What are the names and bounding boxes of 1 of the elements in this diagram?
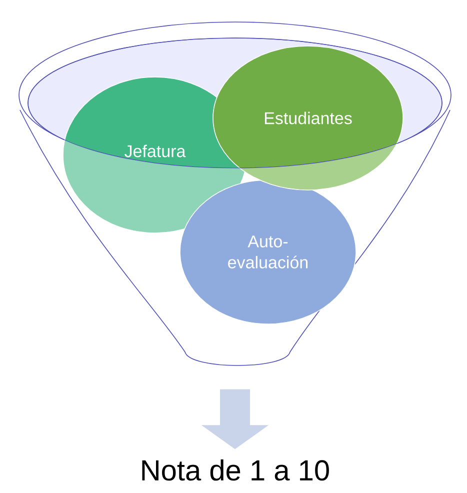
- result-text: Nota de 1 a 10: [142, 459, 329, 481]
